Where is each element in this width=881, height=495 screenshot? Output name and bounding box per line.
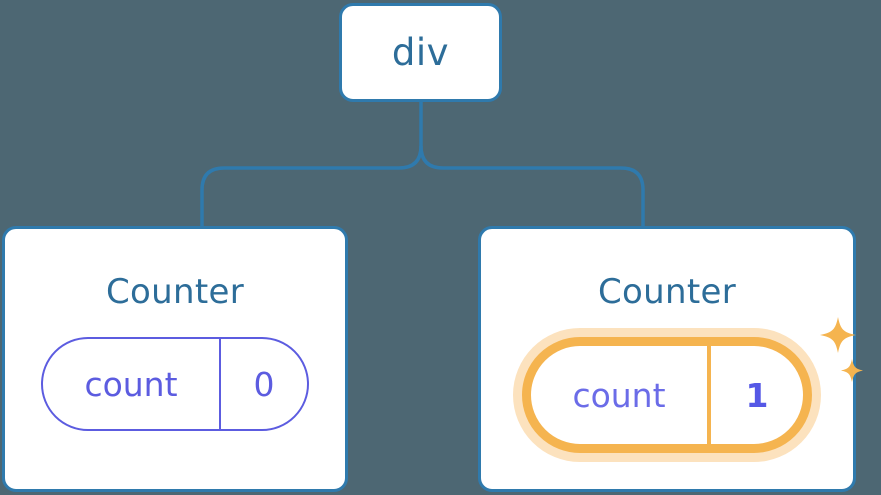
edge-root-to-child-0 bbox=[200, 145, 423, 228]
edge-root-to-child-1 bbox=[419, 102, 645, 228]
state-value: 1 bbox=[707, 346, 803, 444]
tree-node-counter-1[interactable]: Counter count 1 bbox=[478, 226, 863, 492]
state-pill-wrapper: count 0 bbox=[41, 337, 309, 431]
component-title: Counter bbox=[598, 272, 736, 312]
state-key: count bbox=[572, 375, 666, 415]
state-pill[interactable]: count 0 bbox=[41, 337, 309, 431]
state-key: count bbox=[84, 364, 178, 404]
root-node-label: div bbox=[391, 31, 450, 74]
sparkle-large-icon bbox=[820, 317, 856, 353]
sparkle-small-icon bbox=[841, 359, 863, 382]
component-title: Counter bbox=[106, 272, 244, 312]
state-pill-wrapper: count 1 bbox=[522, 317, 863, 453]
tree-node-root[interactable]: div bbox=[339, 3, 502, 102]
sparkle-icon bbox=[820, 317, 863, 382]
tree-node-counter-0[interactable]: Counter count 0 bbox=[2, 226, 348, 492]
state-pill-highlighted[interactable]: count 1 bbox=[522, 337, 812, 453]
state-value: 0 bbox=[219, 339, 307, 429]
